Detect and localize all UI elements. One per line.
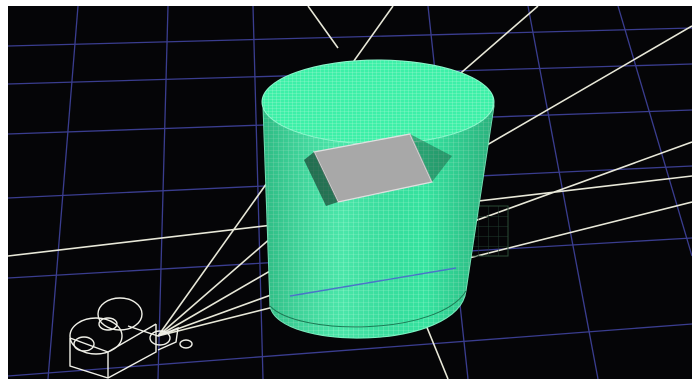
camera-icon[interactable] <box>69 297 193 379</box>
3d-viewport[interactable] <box>8 6 692 379</box>
wireframe-cylinder-icon[interactable] <box>261 59 495 339</box>
plane-icon[interactable] <box>304 133 452 206</box>
scene-canvas[interactable] <box>8 6 692 379</box>
projection-outline <box>289 267 457 297</box>
